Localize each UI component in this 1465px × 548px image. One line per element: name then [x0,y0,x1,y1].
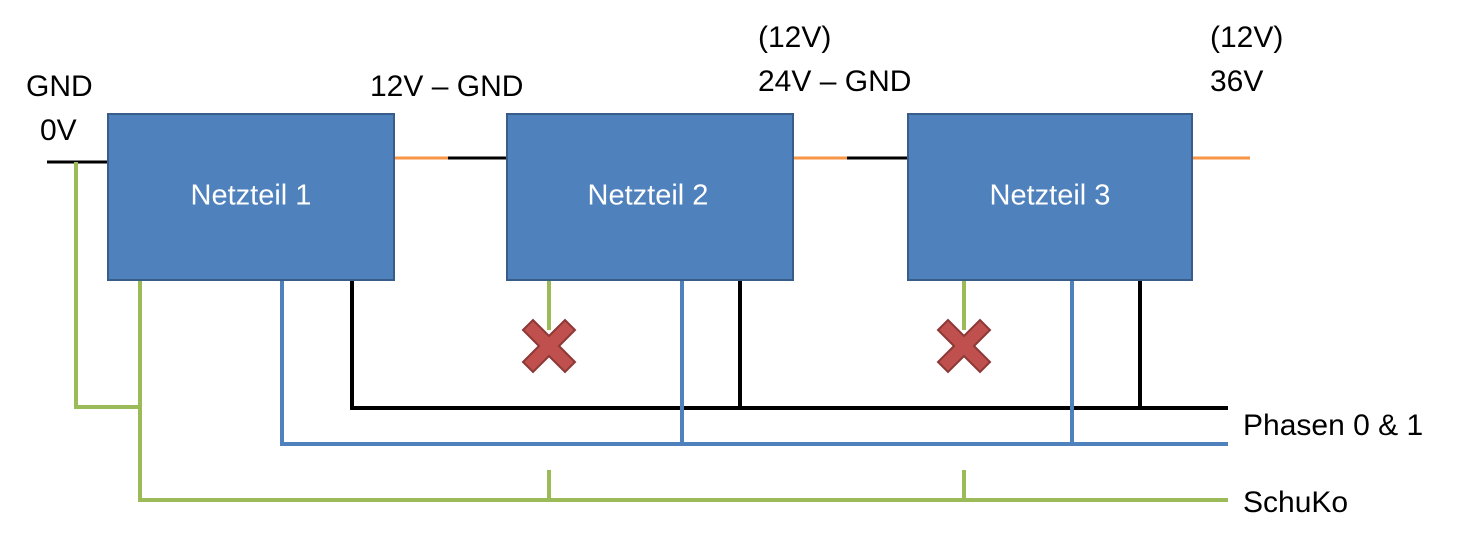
netzteil-1-block: Netzteil 1 [107,113,395,281]
netzteil-2-title: Netzteil 2 [588,180,709,212]
netzteil-3-earth-cross-icon [936,318,992,374]
v36-label: 36V [1210,65,1263,98]
zero-volt-label: 0V [40,114,77,147]
v24-gnd-label: 24V – GND [758,65,911,98]
gnd-to-earth-wire [74,162,140,409]
p12-b-label: (12V) [1210,21,1283,54]
netzteil-3-block: Netzteil 3 [907,113,1193,281]
netzteil-3-title: Netzteil 3 [990,180,1111,212]
phase-blue-bus [280,280,1228,446]
gnd-label: GND [26,70,93,103]
schuko-green-bus [138,280,1228,502]
phase-black-wiring [350,280,1228,410]
phase-blue-wiring [280,280,1228,446]
phase-black-bus [350,280,1228,410]
schuko-label: SchuKo [1243,486,1348,519]
netzteil-2-earth-cross-icon [521,318,577,374]
dc-series-wiring [47,156,1250,164]
schuko-green-wiring [74,162,1228,502]
phasen-label: Phasen 0 & 1 [1243,409,1423,442]
p12-a-label: (12V) [758,21,831,54]
v12-gnd-label: 12V – GND [370,70,523,103]
netzteil-2-block: Netzteil 2 [506,113,794,281]
netzteil-1-title: Netzteil 1 [191,180,312,212]
